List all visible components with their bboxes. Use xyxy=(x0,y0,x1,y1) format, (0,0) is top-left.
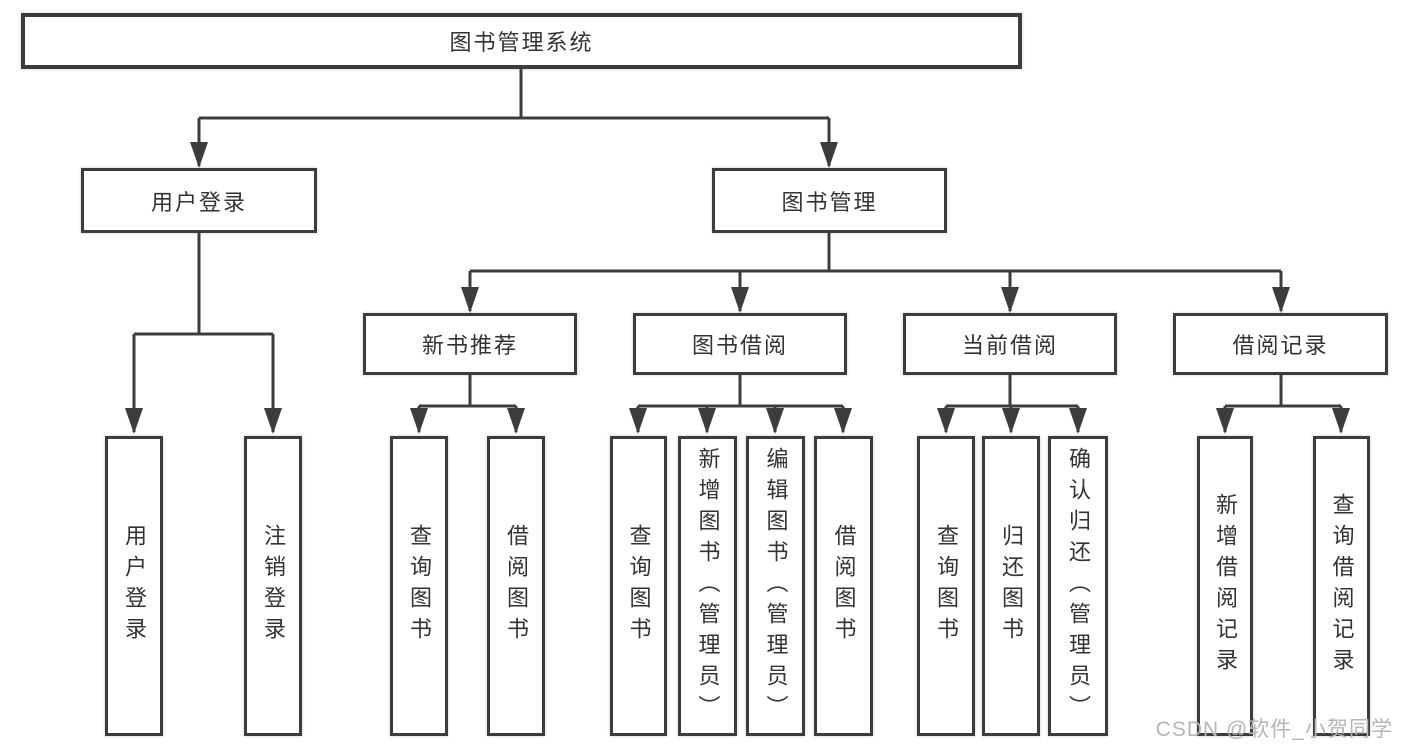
node-query-borrow-record-label: 查询借阅记录 xyxy=(1329,493,1355,679)
node-edit-book-admin-label: 编辑图书（管理员） xyxy=(763,446,789,726)
node-query-books-recommend-label: 查询图书 xyxy=(407,524,432,648)
node-query-books-borrow-label: 查询图书 xyxy=(626,524,652,648)
node-borrow-records: 借阅记录 xyxy=(1173,313,1388,375)
node-user-login: 用户登录 xyxy=(81,168,317,233)
node-confirm-return-admin-label: 确认归还（管理员） xyxy=(1066,446,1091,726)
node-new-book-recommend-label: 新书推荐 xyxy=(421,333,518,358)
node-query-books-current-label: 查询图书 xyxy=(934,524,959,648)
node-book-management-label: 图书管理 xyxy=(781,189,878,215)
node-borrow-books-leaf: 借阅图书 xyxy=(814,436,873,736)
node-return-books: 归还图书 xyxy=(982,436,1040,736)
node-root-label: 图书管理系统 xyxy=(449,30,594,55)
node-root: 图书管理系统 xyxy=(21,13,1022,69)
node-book-borrow: 图书借阅 xyxy=(633,313,847,375)
node-edit-book-admin: 编辑图书（管理员） xyxy=(746,436,805,736)
node-new-book-recommend: 新书推荐 xyxy=(363,313,577,375)
node-query-books-current: 查询图书 xyxy=(917,436,975,736)
node-borrow-books-recommend-label: 借阅图书 xyxy=(504,524,529,648)
node-user-login-leaf-label: 用户登录 xyxy=(122,524,147,648)
node-query-borrow-record: 查询借阅记录 xyxy=(1313,436,1370,736)
node-borrow-books-recommend: 借阅图书 xyxy=(487,436,545,736)
node-current-borrow-label: 当前借阅 xyxy=(961,333,1058,358)
node-return-books-label: 归还图书 xyxy=(999,524,1024,648)
csdn-watermark: CSDN @软件_小贺同学 xyxy=(1155,718,1393,741)
node-add-book-admin: 新增图书（管理员） xyxy=(678,436,737,736)
node-add-book-admin-label: 新增图书（管理员） xyxy=(695,446,721,726)
node-book-borrow-label: 图书借阅 xyxy=(691,333,788,358)
node-borrow-records-label: 借阅记录 xyxy=(1232,333,1329,358)
node-add-borrow-record: 新增借阅记录 xyxy=(1197,436,1253,736)
node-user-login-label: 用户登录 xyxy=(150,189,247,215)
node-current-borrow: 当前借阅 xyxy=(903,313,1117,375)
node-query-books-borrow: 查询图书 xyxy=(610,436,667,736)
node-confirm-return-admin: 确认归还（管理员） xyxy=(1048,436,1108,736)
node-logout-leaf-label: 注销登录 xyxy=(261,524,286,648)
node-book-management: 图书管理 xyxy=(712,168,947,233)
node-query-books-recommend: 查询图书 xyxy=(390,436,448,736)
node-add-borrow-record-label: 新增借阅记录 xyxy=(1213,493,1238,679)
node-borrow-books-leaf-label: 借阅图书 xyxy=(831,524,857,648)
node-logout-leaf: 注销登录 xyxy=(244,436,302,736)
node-user-login-leaf: 用户登录 xyxy=(105,436,163,736)
